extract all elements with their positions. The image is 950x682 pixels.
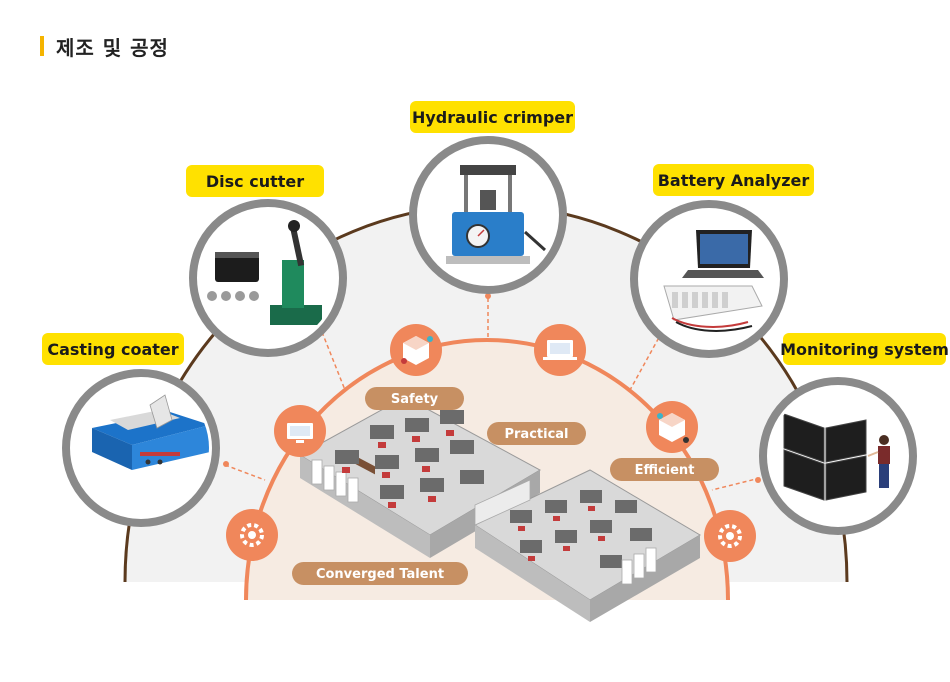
equipment-battery-analyzer: [630, 200, 788, 358]
pill-converged-talent: Converged Talent: [292, 562, 468, 585]
gear-brain-icon-2: [704, 510, 756, 562]
connector-lines: [224, 298, 761, 491]
pill-efficient: Efficient: [610, 458, 719, 481]
battery-analyzer-with-laptop-icon: [641, 211, 777, 347]
video-wall-monitoring-icon: [770, 388, 906, 524]
label-monitoring-system-text: Monitoring system: [780, 340, 949, 359]
label-monitoring-system: Monitoring system: [780, 333, 949, 365]
label-hydraulic-crimper: Hydraulic crimper: [410, 101, 575, 133]
equipment-casting-coater: [62, 369, 220, 527]
equipment-hydraulic-crimper: [409, 136, 567, 294]
label-battery-analyzer: Battery Analyzer: [653, 164, 814, 196]
page-title: 제조 및 공정: [56, 35, 169, 60]
hydraulic-crimper-press-icon: [420, 147, 556, 283]
cube-network-icon-2: [646, 401, 698, 453]
label-casting-coater-text: Casting coater: [47, 340, 178, 359]
label-casting-coater: Casting coater: [42, 333, 184, 365]
cube-network-icon: [390, 324, 442, 376]
label-disc-cutter: Disc cutter: [186, 165, 324, 197]
lab-floorplan-left: [299, 396, 542, 558]
pill-practical: Practical: [487, 422, 586, 445]
label-battery-analyzer-text: Battery Analyzer: [658, 171, 810, 190]
monitor-icon: [274, 405, 326, 457]
gear-brain-icon: [226, 509, 278, 561]
title-accent-bar: [40, 36, 44, 56]
label-hydraulic-crimper-text: Hydraulic crimper: [412, 108, 573, 127]
equipment-monitoring-system: [759, 377, 917, 535]
disc-cutter-press-icon: [200, 210, 336, 346]
lab-floorplan-right: [473, 469, 701, 622]
label-disc-cutter-text: Disc cutter: [206, 172, 304, 191]
pill-practical-label: Practical: [504, 427, 568, 442]
equipment-disc-cutter: [189, 199, 347, 357]
page-title-block: 제조 및 공정: [40, 33, 169, 60]
pill-safety-label: Safety: [391, 392, 439, 407]
pill-efficient-label: Efficient: [635, 463, 695, 478]
laptop-icon: [534, 324, 586, 376]
pill-safety: Safety: [365, 387, 464, 410]
casting-coater-machine-icon: [73, 380, 209, 516]
pill-converged-label: Converged Talent: [316, 567, 444, 582]
